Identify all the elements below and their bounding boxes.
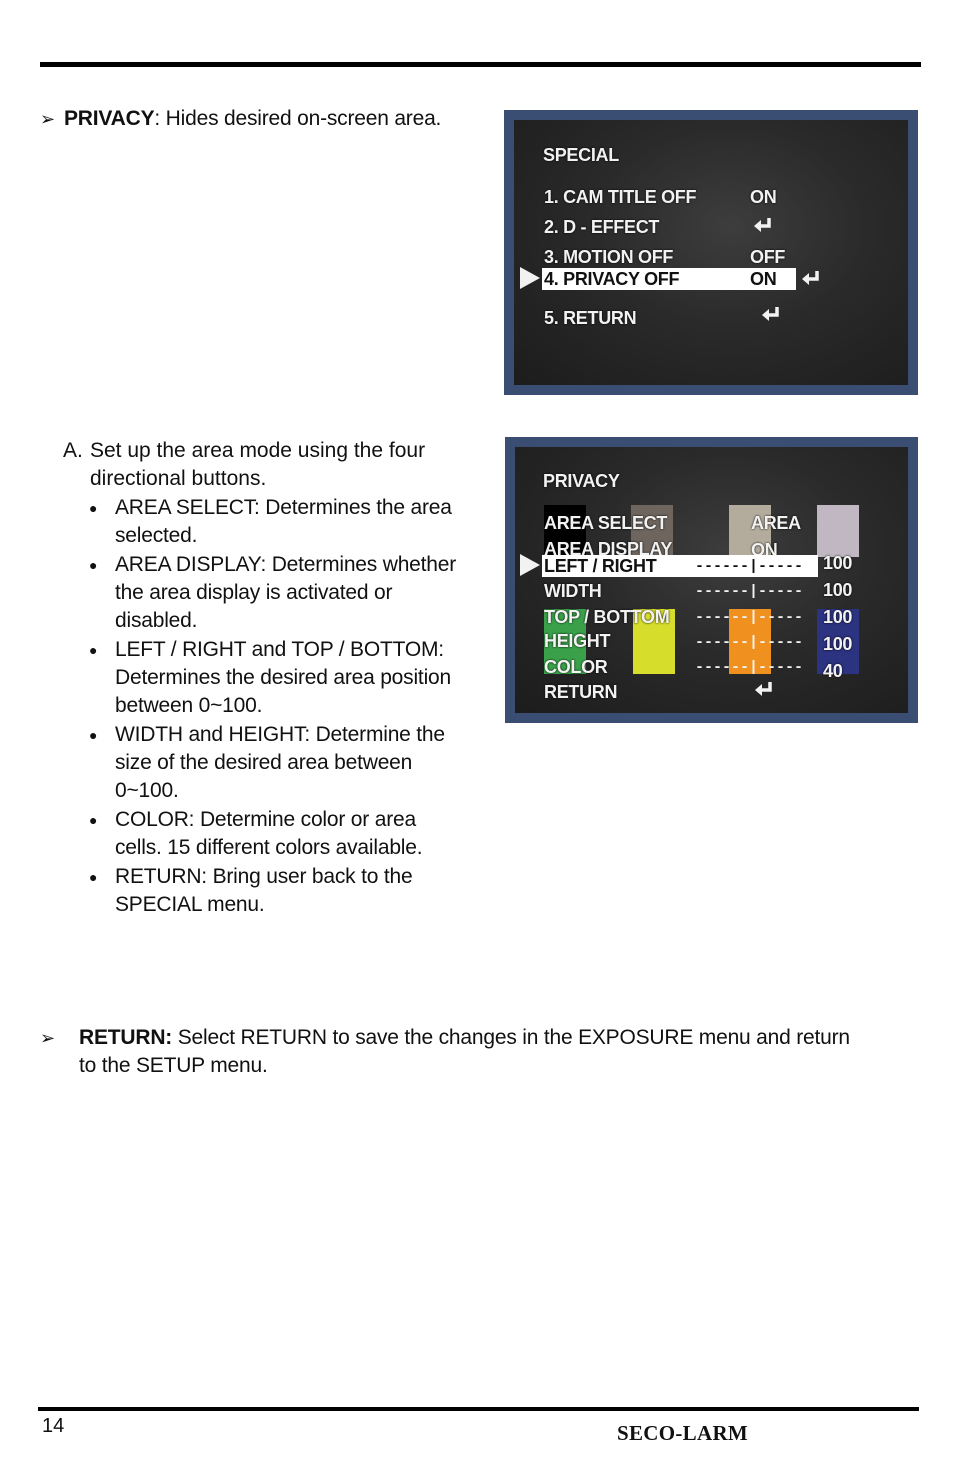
page-number: 14 [42, 1415, 65, 1437]
enter-icon [754, 218, 771, 232]
privacy-row-slider: ------|----- [695, 558, 804, 575]
brand-name: SECO-LARM [617, 1421, 749, 1445]
color-swatch [544, 505, 586, 557]
arrow-bullet-icon: ➢ [40, 1028, 56, 1048]
privacy-menu-title: PRIVACY [543, 471, 620, 491]
list-item: ● RETURN: Bring user back to the SPECIAL … [86, 863, 466, 919]
return-term: RETURN: [79, 1026, 173, 1049]
privacy-row-label-selected: LEFT / RIGHT [544, 556, 657, 576]
bullet-icon: ● [89, 869, 98, 885]
color-swatch [633, 609, 675, 674]
list-item-text: AREA DISPLAY: Determines whether the are… [115, 553, 457, 632]
setup-step-label: A. [63, 439, 83, 462]
color-swatch [729, 609, 771, 674]
color-swatch [544, 609, 586, 674]
privacy-row-label: TOP / BOTTOM [544, 607, 670, 627]
bullet-icon: ● [89, 812, 98, 828]
privacy-row-number: 100 [823, 580, 853, 600]
privacy-row-label: COLOR [544, 657, 608, 677]
list-item-text: WIDTH and HEIGHT: Determine the size of … [115, 723, 445, 802]
special-menu-screenshot: SPECIAL 1. CAM TITLE OFF ON 2. D - EFFEC… [504, 110, 918, 395]
list-item: ● COLOR: Determine color or area cells. 1… [86, 806, 466, 862]
special-item-value: OFF [750, 247, 786, 267]
privacy-row-value: AREA [751, 513, 801, 533]
privacy-term: PRIVACY [64, 107, 155, 130]
privacy-row-number: 100 [823, 634, 853, 654]
special-item-value: ON [750, 187, 777, 207]
privacy-row-label: HEIGHT [544, 631, 611, 651]
selection-highlight [542, 555, 818, 577]
color-swatch [631, 505, 673, 557]
privacy-row-label: AREA DISPLAY [544, 539, 673, 559]
list-item-text: RETURN: Bring user back to the SPECIAL m… [115, 865, 413, 916]
privacy-text: : Hides desired on-screen area. [154, 107, 442, 130]
return-description: RETURN: Select RETURN to save the change… [79, 1024, 859, 1080]
arrow-bullet-icon: ➢ [40, 109, 56, 129]
setup-step-text: Set up the area mode using the four dire… [90, 439, 426, 490]
setup-bullet-list: ● AREA SELECT: Determines the area select… [86, 494, 466, 920]
list-item: ● LEFT / RIGHT and TOP / BOTTOM: Determin… [86, 636, 466, 720]
privacy-row-number: 40 [823, 661, 843, 681]
footer-rule [38, 1407, 919, 1411]
selection-highlight [542, 268, 796, 290]
return-text: Select RETURN to save the changes in the… [79, 1026, 850, 1077]
special-menu-title: SPECIAL [543, 145, 619, 165]
list-item-text: COLOR: Determine color or area cells. 15… [115, 808, 423, 859]
special-item-label: 3. MOTION OFF [544, 247, 674, 267]
bullet-icon: ● [89, 500, 98, 516]
enter-icon [802, 271, 819, 285]
privacy-row-slider: ------|----- [695, 583, 804, 600]
privacy-row-number: 100 [823, 553, 853, 573]
privacy-row-label: AREA SELECT [544, 513, 668, 533]
enter-icon [755, 682, 772, 696]
privacy-row-slider: ------|----- [695, 609, 804, 626]
special-item-label: 1. CAM TITLE OFF [544, 187, 697, 207]
list-item: ● WIDTH and HEIGHT: Determine the size of… [86, 721, 466, 805]
privacy-row-slider: ------|----- [695, 659, 804, 676]
selection-pointer-icon [520, 267, 540, 289]
privacy-row-slider: ------|----- [695, 634, 804, 651]
selection-pointer-icon [520, 554, 540, 576]
list-item-text: AREA SELECT: Determines the area selecte… [115, 496, 452, 547]
special-item-label-selected: 4. PRIVACY OFF [544, 269, 680, 289]
bullet-icon: ● [89, 557, 98, 573]
privacy-description: PRIVACY: Hides desired on-screen area. [64, 105, 484, 133]
privacy-row-number: 100 [823, 607, 853, 627]
special-menu-screen: SPECIAL 1. CAM TITLE OFF ON 2. D - EFFEC… [514, 120, 908, 385]
special-item-label: 5. RETURN [544, 308, 637, 328]
color-swatch [729, 505, 771, 557]
list-item: ● AREA DISPLAY: Determines whether the ar… [86, 551, 466, 635]
bullet-icon: ● [89, 642, 98, 658]
special-item-value-selected: ON [750, 269, 777, 289]
list-item-text: LEFT / RIGHT and TOP / BOTTOM: Determine… [115, 638, 451, 717]
list-item: ● AREA SELECT: Determines the area select… [86, 494, 466, 550]
privacy-row-label: RETURN [544, 682, 618, 702]
privacy-menu-screenshot: PRIVACY AREA SELECT AREA AREA DISPLAY ON… [505, 437, 918, 723]
header-rule [40, 62, 921, 67]
privacy-menu-screen: PRIVACY AREA SELECT AREA AREA DISPLAY ON… [515, 447, 908, 713]
special-item-label: 2. D - EFFECT [544, 217, 660, 237]
privacy-row-label: WIDTH [544, 581, 602, 601]
bullet-icon: ● [89, 727, 98, 743]
color-swatch [817, 505, 859, 557]
enter-icon [762, 307, 779, 321]
color-swatch [817, 609, 859, 674]
